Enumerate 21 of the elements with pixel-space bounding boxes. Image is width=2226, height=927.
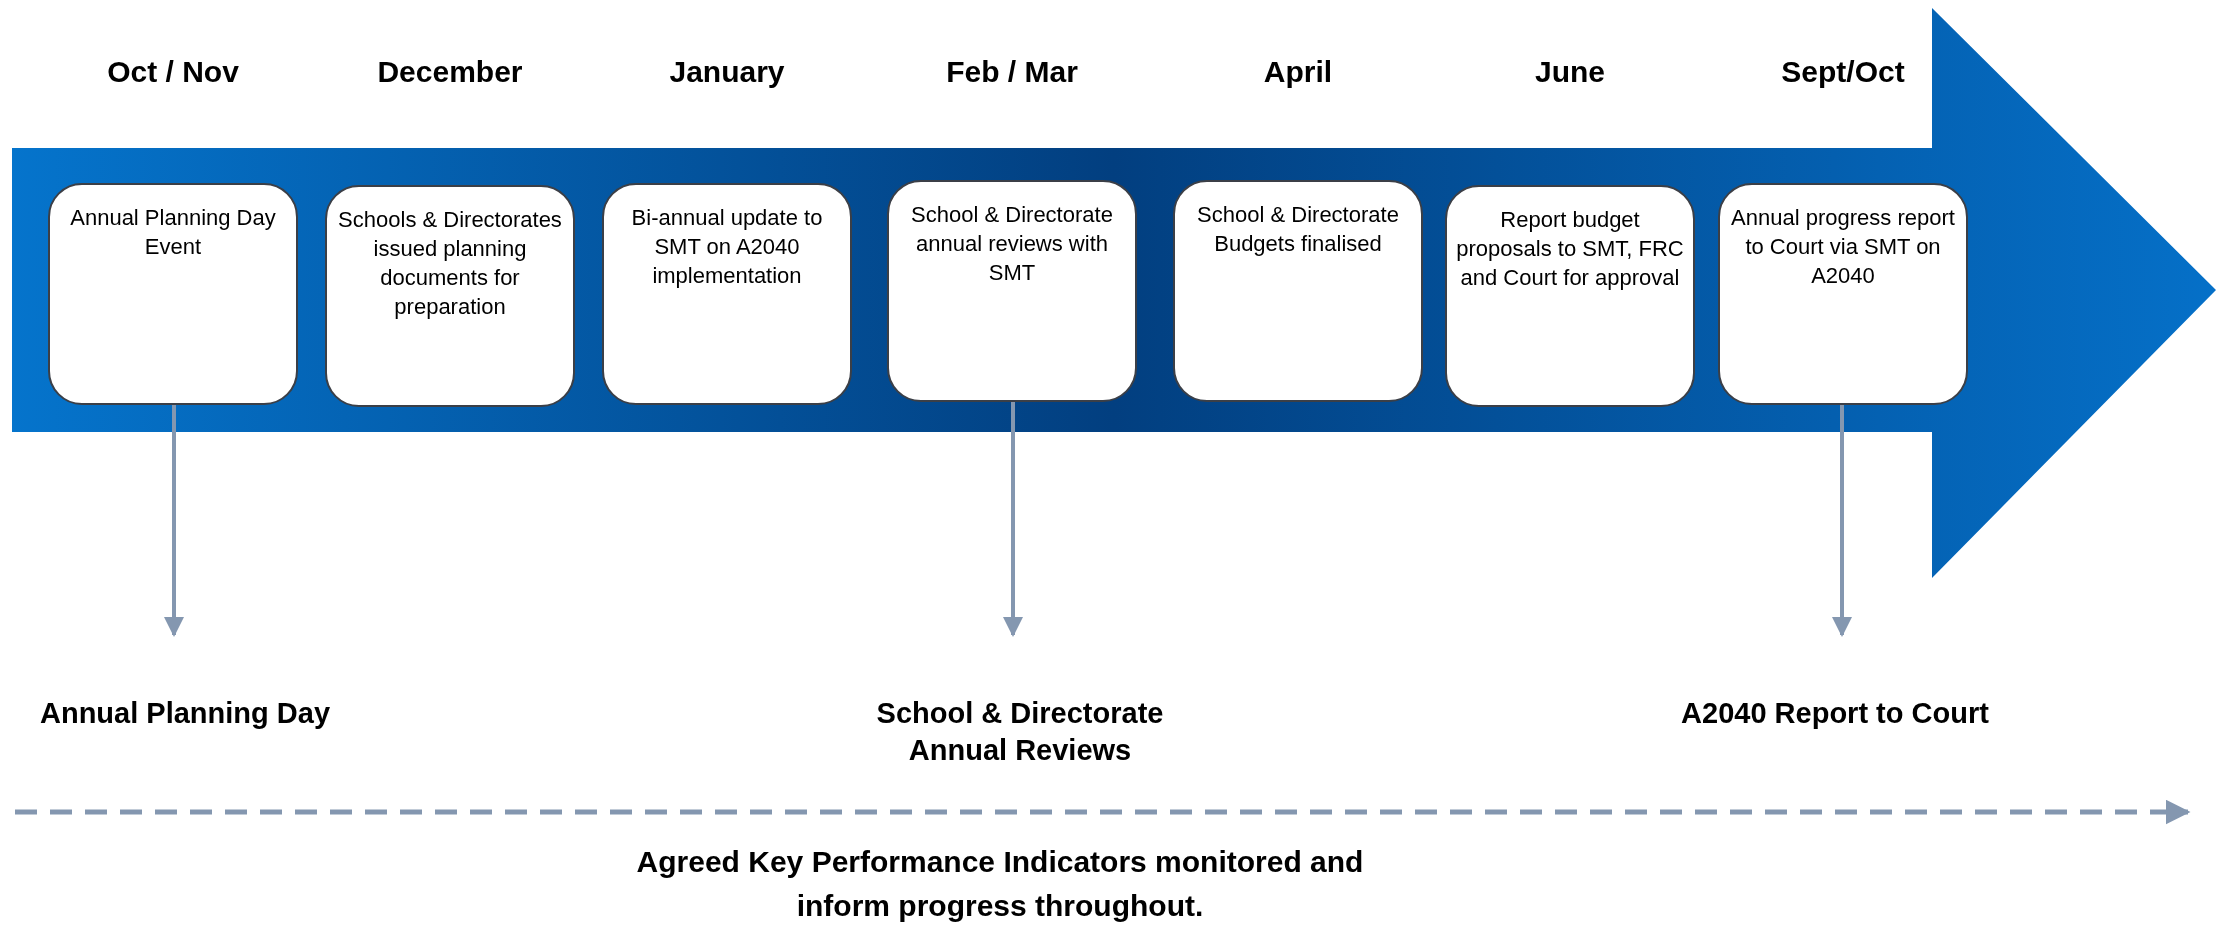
milestone-label: A2040 Report to Court	[1670, 695, 2000, 732]
process-box: School & Directorate annual reviews with SMT	[887, 180, 1137, 402]
process-box: Report budget proposals to SMT, FRC and Court for approval	[1445, 185, 1695, 407]
month-heading: Sept/Oct	[1780, 55, 1906, 89]
milestone-label: Annual Planning Day	[20, 695, 350, 732]
month-heading: December	[376, 55, 524, 89]
arrow	[1003, 402, 1023, 637]
note-text: Agreed Key Performance Indicators monitored and inform progress throughout.	[635, 844, 1365, 924]
process-box: Annual progress report to Court via SMT on A2040	[1718, 183, 1968, 405]
arrow	[164, 405, 184, 637]
process-box: Annual Planning Day Event	[48, 183, 298, 405]
process-box: Schools & Directorates issued planning documents for preparation	[325, 185, 575, 407]
process-box: Bi-annual update to SMT on A2040 implementation	[602, 183, 852, 405]
month-heading: April	[1262, 55, 1334, 89]
arrow	[1832, 405, 1852, 637]
month-heading: June	[1534, 55, 1606, 89]
month-heading: January	[668, 55, 786, 89]
month-heading: Feb / Mar	[945, 55, 1079, 89]
process-box: School & Directorate Budgets finalised	[1173, 180, 1423, 402]
milestone-label: School & Directorate Annual Reviews	[830, 695, 1210, 769]
month-heading: Oct / Nov	[106, 55, 240, 89]
